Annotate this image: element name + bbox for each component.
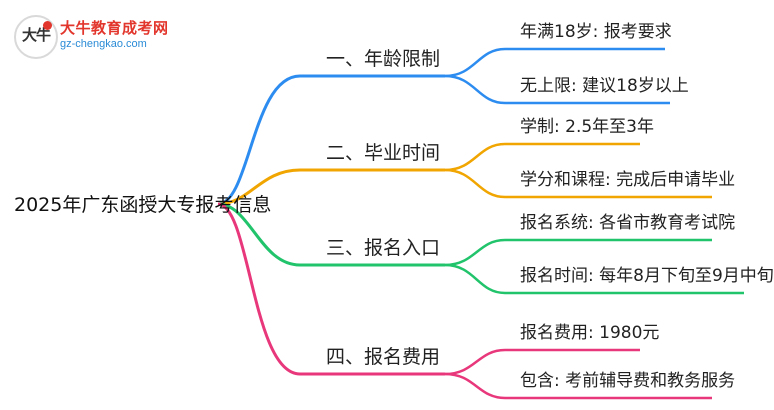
connector-root-branch-2 [217, 168, 301, 206]
connector-root-branch-4 [217, 202, 301, 376]
branch-2-label: 二、毕业时间 [326, 142, 441, 164]
connector-branch-4-leaf-2 [444, 372, 506, 400]
leaf-2-1: 学制: 2.5年至3年 [520, 117, 654, 137]
connector-branch-4-leaf-1 [444, 348, 506, 376]
connector-root-branch-1 [217, 74, 301, 206]
mindmap-root: 2025年广东函授大专报考信息 [14, 194, 272, 216]
leaf-4-2: 包含: 考前辅导费和教务服务 [520, 371, 736, 391]
leaf-4-1: 报名费用: 1980元 [520, 323, 660, 343]
branch-3-label: 三、报名入口 [326, 237, 441, 259]
logo-url: gz-chengkao.com [60, 38, 147, 50]
connector-branch-2-leaf-2 [444, 168, 506, 199]
logo-mark-text: 大牛 [22, 26, 51, 44]
logo-name: 大牛教育成考网 [60, 19, 169, 37]
site-logo: 大牛 大牛教育成考网 gz-chengkao.com [14, 13, 174, 59]
mindmap-canvas: 大牛 大牛教育成考网 gz-chengkao.com [14, 13, 774, 400]
leaf-2-2: 学分和课程: 完成后申请毕业 [520, 170, 736, 190]
branch-4-label: 四、报名费用 [326, 346, 441, 368]
connector-branch-1-leaf-2 [444, 74, 506, 105]
leaf-3-1: 报名系统: 各省市教育考试院 [520, 213, 736, 233]
mindmap-connectors [217, 47, 744, 400]
connector-branch-3-leaf-1 [444, 238, 506, 267]
connector-branch-3-leaf-2 [444, 263, 506, 295]
logo-mark-icon: 大牛 [14, 15, 58, 59]
leaf-1-1: 年满18岁: 报考要求 [520, 22, 672, 42]
leaf-3-2: 报名时间: 每年8月下旬至9月中旬 [520, 266, 774, 286]
connector-branch-1-leaf-1 [444, 47, 506, 78]
logo-dot [43, 21, 52, 30]
connector-branch-2-leaf-1 [444, 142, 506, 172]
branch-1-label: 一、年龄限制 [326, 48, 441, 70]
connector-root-branch-3 [217, 202, 301, 267]
leaf-1-2: 无上限: 建议18岁以上 [520, 76, 689, 96]
